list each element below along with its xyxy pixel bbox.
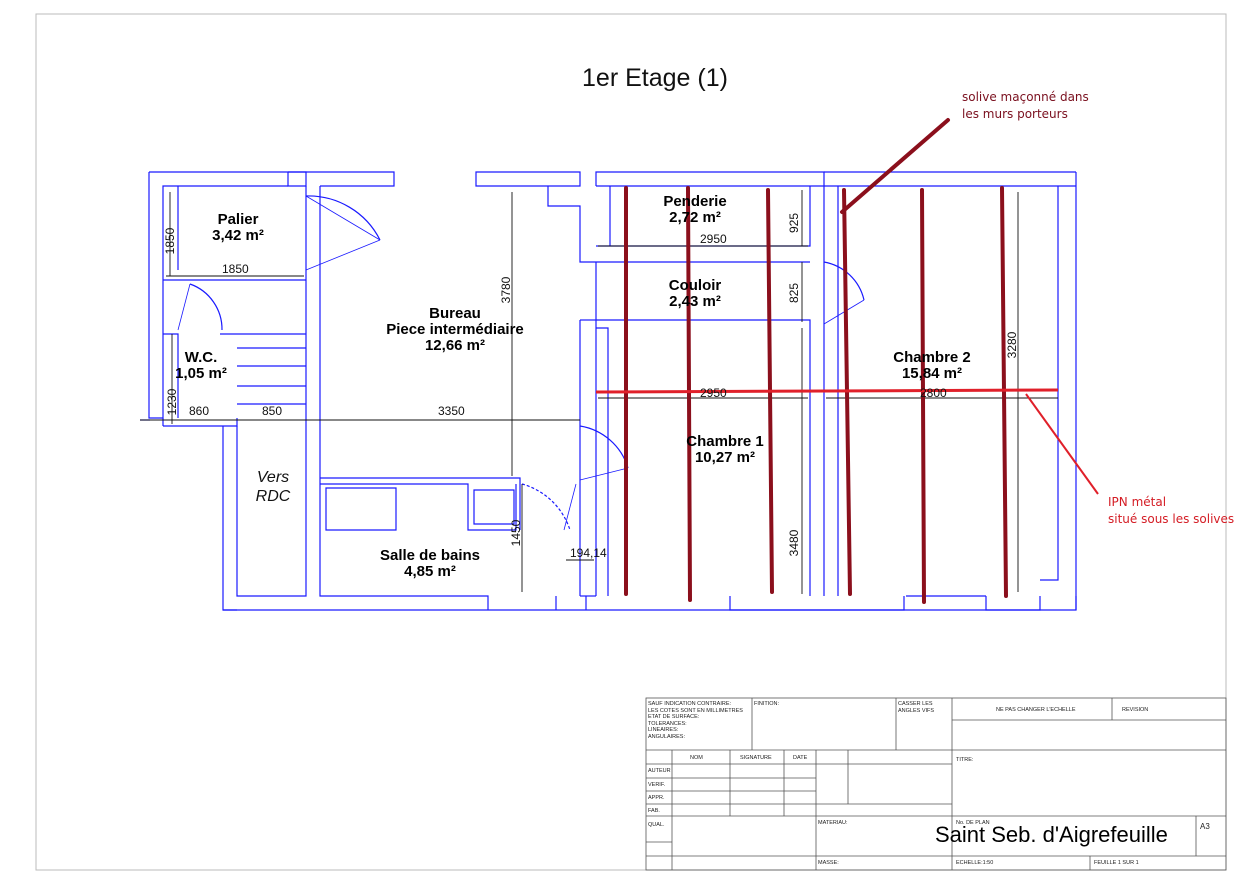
tb-feuille: FEUILLE 1 SUR 1	[1094, 860, 1139, 866]
room-name: Penderie	[663, 193, 727, 210]
room-name: Salle de bains	[379, 547, 481, 564]
tb-materiau: MATERIAU:	[818, 820, 848, 826]
room-chambre-2: Chambre 2 15,84 m²	[874, 350, 990, 382]
room-palier: Palier 3,42 m²	[190, 212, 286, 244]
site-name: Saint Seb. d'Aigrefeuille	[935, 822, 1168, 847]
dim-salle-height: 1450	[509, 519, 523, 547]
dim-bureau-height: 3780	[499, 276, 513, 304]
tb-ne-pas-changer: NE PAS CHANGER L'ECHELLE	[996, 707, 1076, 713]
room-name: Palier	[217, 211, 259, 228]
dim-palier-width: 1850	[222, 262, 249, 276]
room-name: Chambre 2	[893, 349, 971, 366]
room-name: Chambre 1	[686, 433, 764, 450]
room-area: 10,27 m²	[694, 449, 756, 466]
tb-casser: CASSER LES ANGLES VIFS	[898, 701, 935, 714]
dim-stairs-width: 850	[262, 404, 283, 418]
tb-echelle: ECHELLE:1:50	[956, 860, 994, 866]
room-area: 15,84 m²	[901, 365, 963, 382]
dim-penderie-height: 925	[787, 212, 801, 234]
room-name-2: Piece intermédiaire	[386, 321, 524, 338]
tb-titre: TITRE:	[956, 757, 974, 763]
solive-beams	[624, 118, 1008, 604]
ipn-beam	[595, 388, 1099, 495]
room-name: Couloir	[668, 277, 722, 294]
dim-chambre2-height: 3280	[1005, 331, 1019, 359]
tb-masse: MASSE:	[818, 860, 839, 866]
annotation-line: situé sous les solives	[1108, 512, 1235, 526]
dim-wc-height: 1230	[165, 388, 179, 416]
dim-chambre2-width: 2800	[920, 386, 947, 400]
tb-qual: QUAL.	[648, 822, 665, 828]
tb-general-notes: SAUF INDICATION CONTRAIRE: LES COTES SON…	[648, 701, 743, 740]
tb-signature: SIGNATURE	[740, 755, 772, 761]
room-name: Bureau	[429, 305, 481, 322]
tb-nom: NOM	[690, 755, 703, 761]
walls	[140, 171, 1077, 611]
annotation-ipn: IPN métal situé sous les solives	[1108, 494, 1234, 528]
stairs-label: Vers RDC	[238, 468, 308, 506]
room-couloir: Couloir 2,43 m²	[640, 278, 750, 310]
dim-chambre1-height: 3480	[787, 529, 801, 557]
annotation-line: les murs porteurs	[962, 107, 1068, 121]
stairs-label-line2: RDC	[255, 488, 291, 505]
sheet-border	[35, 13, 1227, 871]
room-bureau: Bureau Piece intermédiaire 12,66 m²	[360, 306, 550, 354]
tb-verif: VERIF.	[648, 782, 666, 788]
dim-wc-width: 860	[189, 404, 210, 418]
title-block-grid	[645, 697, 1227, 871]
dim-wall-thickness: 194,14	[570, 546, 607, 560]
room-name: W.C.	[184, 349, 218, 366]
dim-bureau-width: 3350	[438, 404, 465, 418]
tb-fab: FAB.	[648, 808, 660, 814]
annotation-line: solive maçonné dans	[962, 90, 1089, 104]
tb-auteur: AUTEUR	[648, 768, 671, 774]
dim-couloir-height: 825	[787, 282, 801, 304]
tb-finition: FINITION:	[754, 701, 780, 707]
dim-palier-height: 1850	[163, 227, 177, 255]
dim-penderie-width: 2950	[700, 232, 727, 246]
stairs-label-line1: Vers	[256, 469, 290, 486]
room-penderie: Penderie 2,72 m²	[640, 194, 750, 226]
tb-appr: APPR.	[648, 795, 665, 801]
room-area: 12,66 m²	[424, 337, 486, 354]
dim-chambre1-width: 2950	[700, 386, 727, 400]
room-area: 2,72 m²	[669, 209, 721, 226]
dimension-lines	[140, 190, 1058, 594]
annotation-solive: solive maçonné dans les murs porteurs	[962, 89, 1089, 123]
room-area: 2,43 m²	[669, 293, 721, 310]
room-chambre-1: Chambre 1 10,27 m²	[670, 434, 780, 466]
tb-date: DATE	[793, 755, 808, 761]
drawing-title: 1er Etage (1)	[582, 64, 728, 92]
tb-sheet-size: A3	[1200, 822, 1210, 831]
annotation-line: IPN métal	[1108, 495, 1167, 509]
room-area: 4,85 m²	[404, 563, 456, 580]
room-area: 1,05 m²	[175, 365, 227, 382]
tb-no-plan: No. DE PLAN	[956, 820, 990, 826]
room-area: 3,42 m²	[212, 227, 264, 244]
room-salle-de-bains: Salle de bains 4,85 m²	[360, 548, 500, 580]
room-wc: W.C. 1,05 m²	[166, 350, 236, 382]
tb-revision: REVISION	[1122, 707, 1149, 713]
